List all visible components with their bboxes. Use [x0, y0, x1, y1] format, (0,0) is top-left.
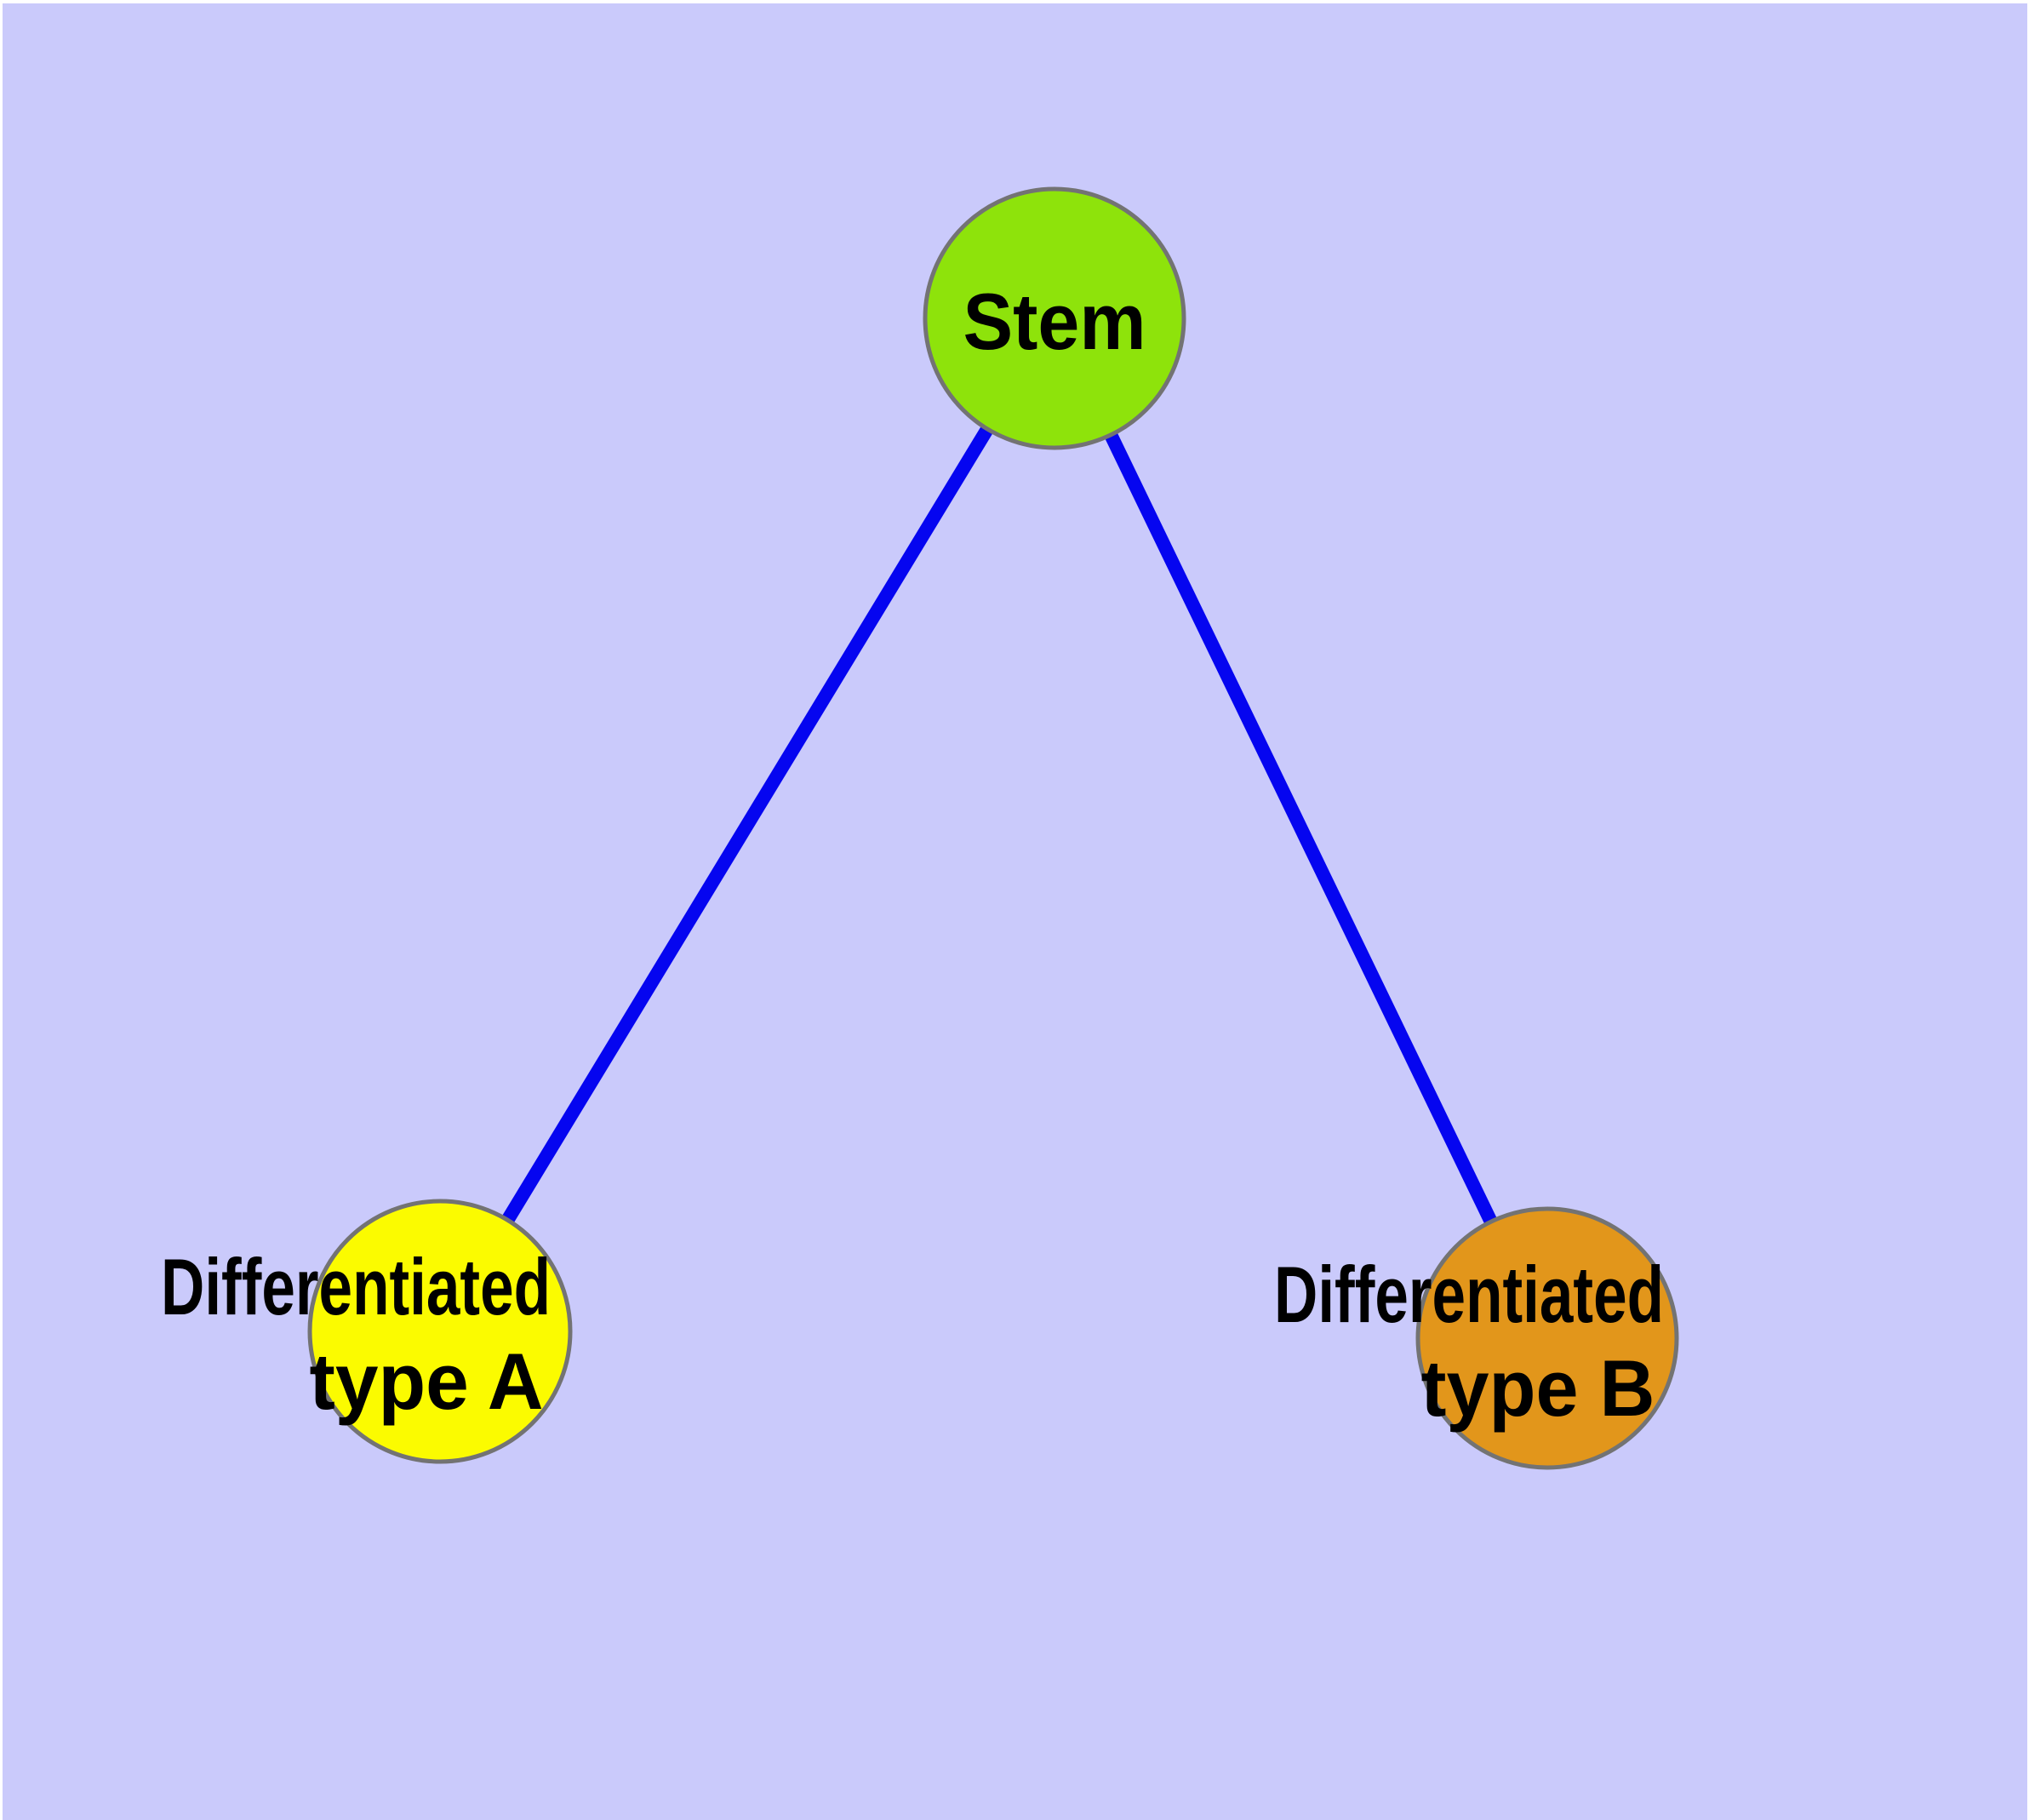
node-type-b-circle	[1415, 1206, 1679, 1470]
node-type-a-label-line2: type A	[310, 1336, 544, 1426]
node-stem-label: Stem	[963, 277, 1146, 366]
node-type-b-label-line2: type B	[1421, 1343, 1655, 1433]
node-type-a-label-line1: Differentiated	[161, 1242, 551, 1331]
node-stem-circle	[923, 186, 1186, 450]
edge-stem-to-type-a	[434, 314, 1060, 1336]
node-type-b-label-line1: Differentiated	[1274, 1250, 1664, 1339]
node-type-a-circle	[307, 1199, 573, 1464]
edge-stem-to-type-b	[1048, 315, 1554, 1342]
